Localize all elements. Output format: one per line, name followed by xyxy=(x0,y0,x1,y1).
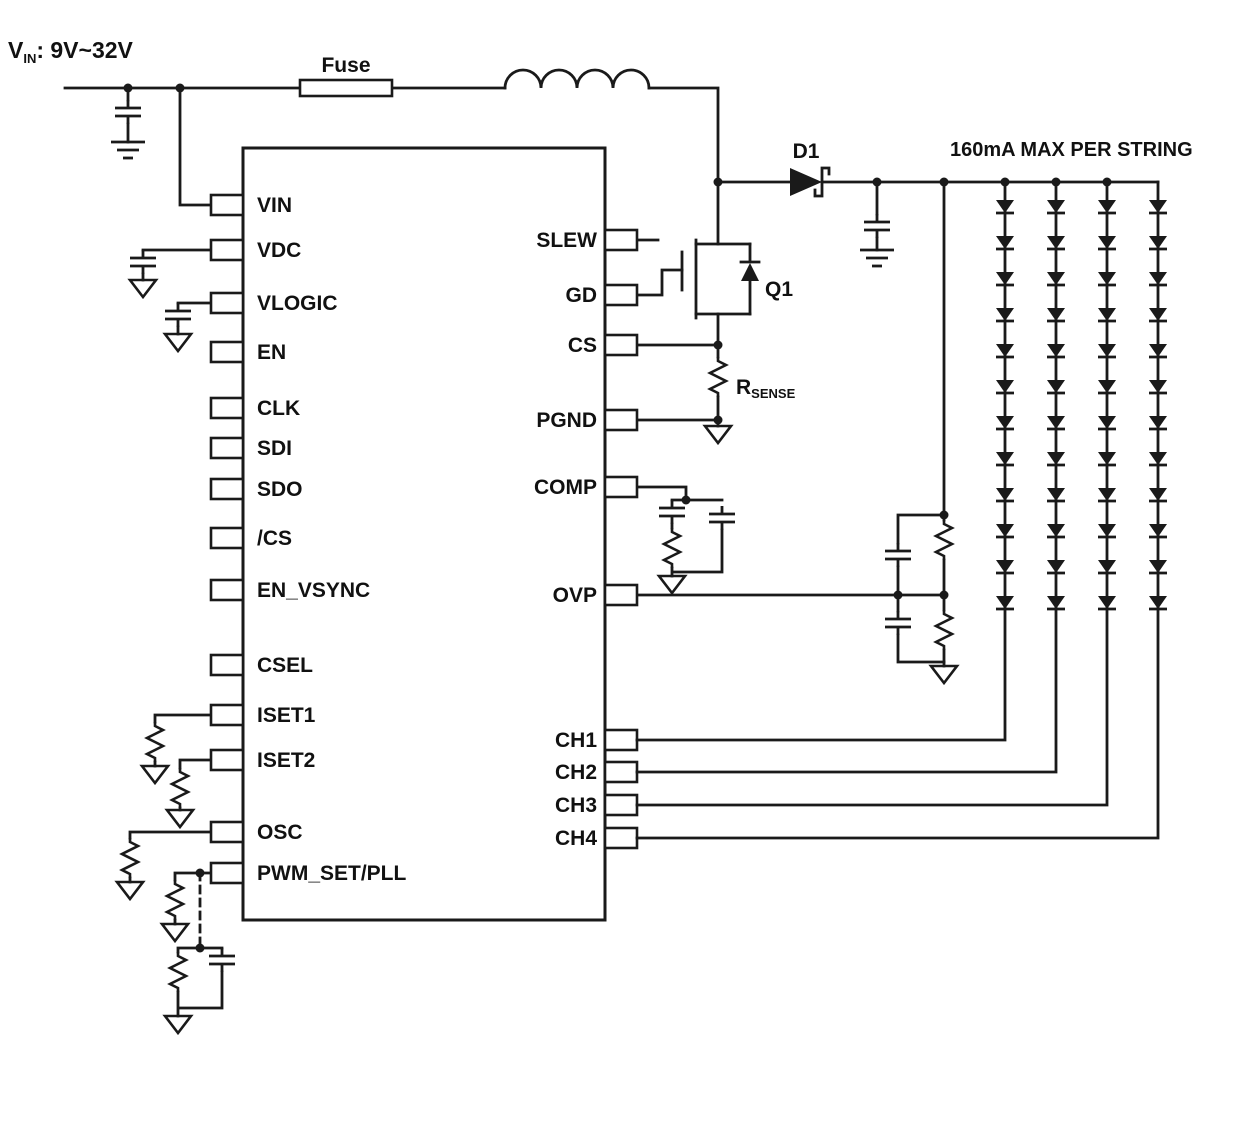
diode-label: D1 xyxy=(793,140,820,163)
pin-label: PWM_SET/PLL xyxy=(257,862,407,885)
pin-label: EN xyxy=(257,341,286,364)
pin-box xyxy=(603,793,639,817)
pin-box xyxy=(209,238,245,262)
pin-box xyxy=(209,820,245,844)
sense-resistor-label: RSENSE xyxy=(736,376,796,401)
diode-d1 xyxy=(790,166,831,198)
pin-label: CS xyxy=(568,334,597,357)
pll-filter-capacitor xyxy=(207,946,237,974)
pin-label: PGND xyxy=(536,409,597,432)
pin-box xyxy=(603,760,639,784)
pin-box xyxy=(603,333,639,357)
inductor-coil xyxy=(503,68,651,90)
pin-label: CH4 xyxy=(555,827,597,850)
input-voltage-label: VIN: 9V~32V xyxy=(8,37,134,66)
ovp-resistor-top xyxy=(934,518,954,562)
pin-label: SDO xyxy=(257,478,303,501)
pin-label: CH2 xyxy=(555,761,597,784)
pin-box xyxy=(209,861,245,885)
vin-feed xyxy=(178,86,213,207)
pin-box xyxy=(603,283,639,307)
pin-label: CSEL xyxy=(257,654,313,677)
pin-label: SDI xyxy=(257,437,292,460)
pin-box xyxy=(209,748,245,772)
pin-label: CH1 xyxy=(555,729,597,752)
iset2-resistor xyxy=(170,766,190,810)
body-diode-icon xyxy=(741,263,759,281)
vlogic-capacitor xyxy=(163,301,193,329)
pin-box xyxy=(603,475,639,499)
pin-box xyxy=(603,583,639,607)
gd-to-gate xyxy=(635,268,684,297)
pin-box xyxy=(603,228,639,252)
fuse-symbol xyxy=(298,78,394,98)
pin-label: OSC xyxy=(257,821,303,844)
pin-label: ISET2 xyxy=(257,749,315,772)
pin-label: /CS xyxy=(257,527,292,550)
ground-icon xyxy=(109,140,147,160)
vdc-capacitor xyxy=(128,248,158,276)
led-string-3 xyxy=(635,180,1118,807)
string-current-note: 160mA MAX PER STRING xyxy=(950,139,1193,161)
ic-right-pins: SLEW GD CS PGND COMP OVP CH1 CH2 CH3 CH4 xyxy=(534,228,639,850)
pin-box xyxy=(603,408,639,432)
pin-label: CH3 xyxy=(555,794,597,817)
pin-box xyxy=(209,477,245,501)
pin-box xyxy=(209,291,245,315)
pin-label: VIN xyxy=(257,194,292,217)
pwm-resistor xyxy=(165,878,185,922)
ground-icon xyxy=(140,764,170,785)
ground-icon xyxy=(929,664,959,685)
ic-block xyxy=(241,146,607,922)
iset1-resistor xyxy=(145,720,165,764)
pin-label: VLOGIC xyxy=(257,292,338,315)
led-string-1 xyxy=(635,180,1016,742)
comp-capacitor xyxy=(657,498,687,526)
ovp-capacitor-top xyxy=(883,541,913,569)
pin-box xyxy=(209,340,245,364)
pin-label: GD xyxy=(566,284,598,307)
pin-box xyxy=(209,526,245,550)
pin-label: OVP xyxy=(553,584,597,607)
input-capacitor xyxy=(113,98,143,126)
ground-icon xyxy=(128,278,158,299)
pin-box xyxy=(209,578,245,602)
led-string-4 xyxy=(635,180,1169,840)
led-string-2 xyxy=(635,180,1067,774)
pin-box xyxy=(209,653,245,677)
pin-box xyxy=(209,396,245,420)
pin-box xyxy=(209,436,245,460)
ground-icon xyxy=(115,880,145,901)
ground-icon xyxy=(160,922,190,943)
ground-icon xyxy=(163,1014,193,1035)
mosfet-q1 xyxy=(680,238,761,347)
osc-resistor xyxy=(120,836,140,880)
comp-capacitor-2 xyxy=(707,504,737,532)
ground-icon xyxy=(858,248,896,268)
ic-left-pins: VIN VDC VLOGIC EN CLK SDI SDO /CS EN_VSY… xyxy=(209,193,407,885)
pin-label: EN_VSYNC xyxy=(257,579,370,602)
ground-icon xyxy=(657,574,687,595)
comp-resistor xyxy=(662,526,682,570)
output-capacitor xyxy=(862,212,892,240)
pin-box xyxy=(209,703,245,727)
sense-resistor xyxy=(708,355,728,399)
pin-label: COMP xyxy=(534,476,597,499)
ground-icon xyxy=(163,332,193,353)
pll-filter-resistor xyxy=(168,950,188,994)
pin-label: VDC xyxy=(257,239,301,262)
pin-box xyxy=(603,826,639,850)
mosfet-label: Q1 xyxy=(765,278,793,301)
pin-box xyxy=(603,728,639,752)
pin-box xyxy=(209,193,245,217)
pin-label: ISET1 xyxy=(257,704,316,727)
fuse-label: Fuse xyxy=(321,54,370,77)
pin-label: CLK xyxy=(257,397,300,420)
ovp-capacitor-bottom xyxy=(883,609,913,637)
ovp-resistor-bottom xyxy=(934,608,954,652)
pin-label: SLEW xyxy=(536,229,597,252)
ground-icon xyxy=(165,808,195,829)
ground-icon xyxy=(703,424,733,445)
